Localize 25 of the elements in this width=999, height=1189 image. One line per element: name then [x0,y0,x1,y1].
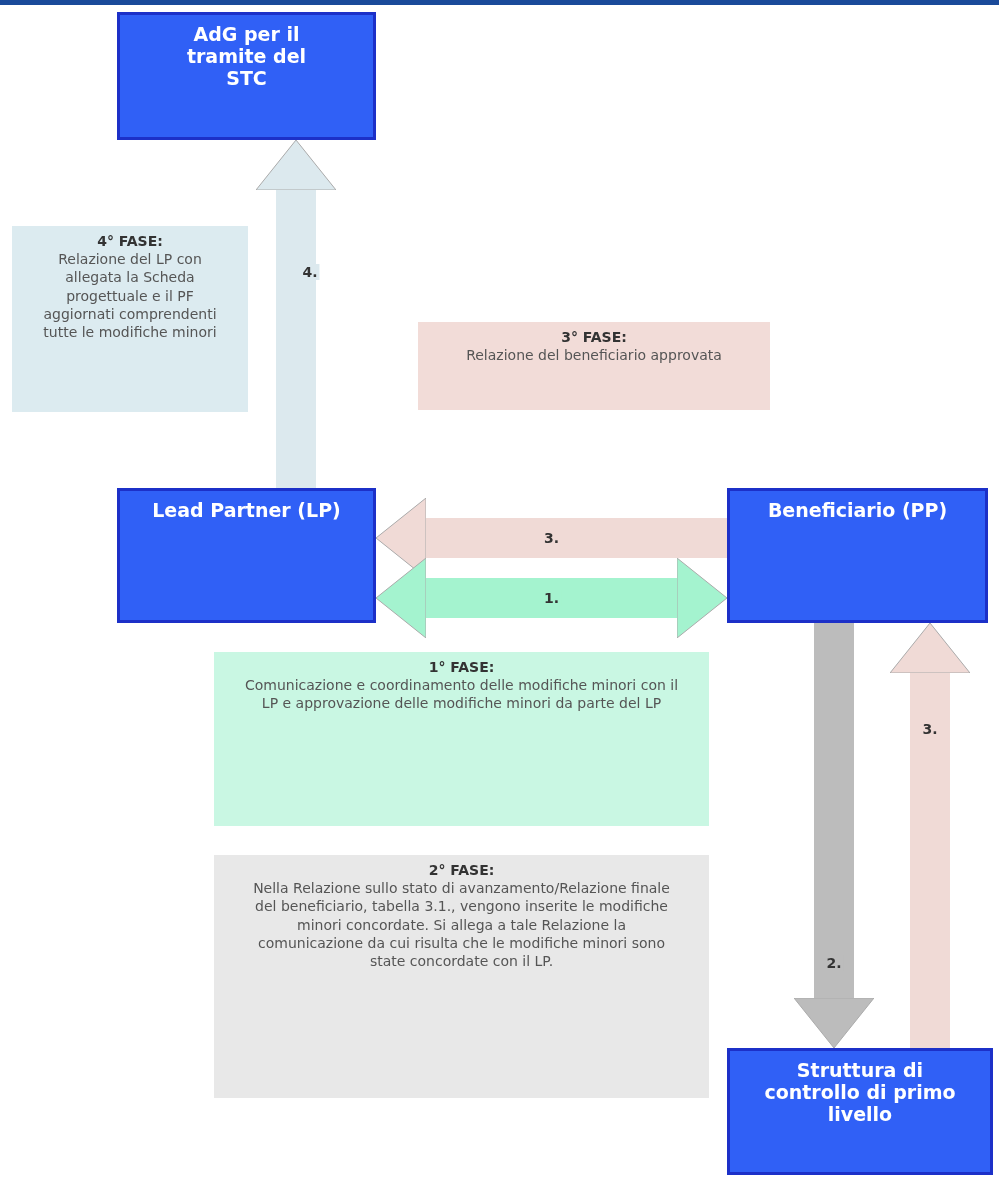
box-title: Lead Partner (LP) [152,499,341,521]
phase-box [418,322,770,410]
process-box [727,1048,993,1175]
process-box [117,488,376,623]
phase-description: Relazione del LP con allegata la Scheda progettuale e il PF aggiornati comprendenti tutte le modifiche minori [42,250,218,342]
phase-description: Comunicazione e coordinamento delle modifiche minori con il LP e approvazione delle modifiche minori da parte del LP [244,676,679,713]
phase-box [214,652,709,826]
block-arrow [889,622,971,1048]
phase-heading: 3° FASE: [561,328,627,347]
phase-heading: 2° FASE: [428,861,495,880]
phase-box [12,226,248,412]
phase-heading: 1° FASE: [428,658,495,677]
box-title: Beneficiario (PP) [767,499,948,521]
edge-label: 4. [300,264,320,281]
process-box [727,488,988,623]
block-arrow [375,557,728,639]
phase-description: Relazione del beneficiario approvata [466,346,722,365]
block-arrow [793,623,875,1049]
phase-description: Nella Relazione sullo stato di avanzamento/Relazione finale del beneficiario, tabella 3.1., vengono inserite le modifiche minori concordate. Si allega a tale Relazione la comunicazione da cui risulta che le modifiche minori sono state concordate con il LP. [252,879,671,971]
box-title: Struttura di controllo di primo livello [763,1059,957,1125]
box-title: AdG per il tramite del STC [185,23,308,89]
process-box [117,12,376,140]
block-arrow [255,139,337,488]
phase-heading: 4° FASE: [97,232,163,251]
edge-label: 2. [824,955,844,971]
